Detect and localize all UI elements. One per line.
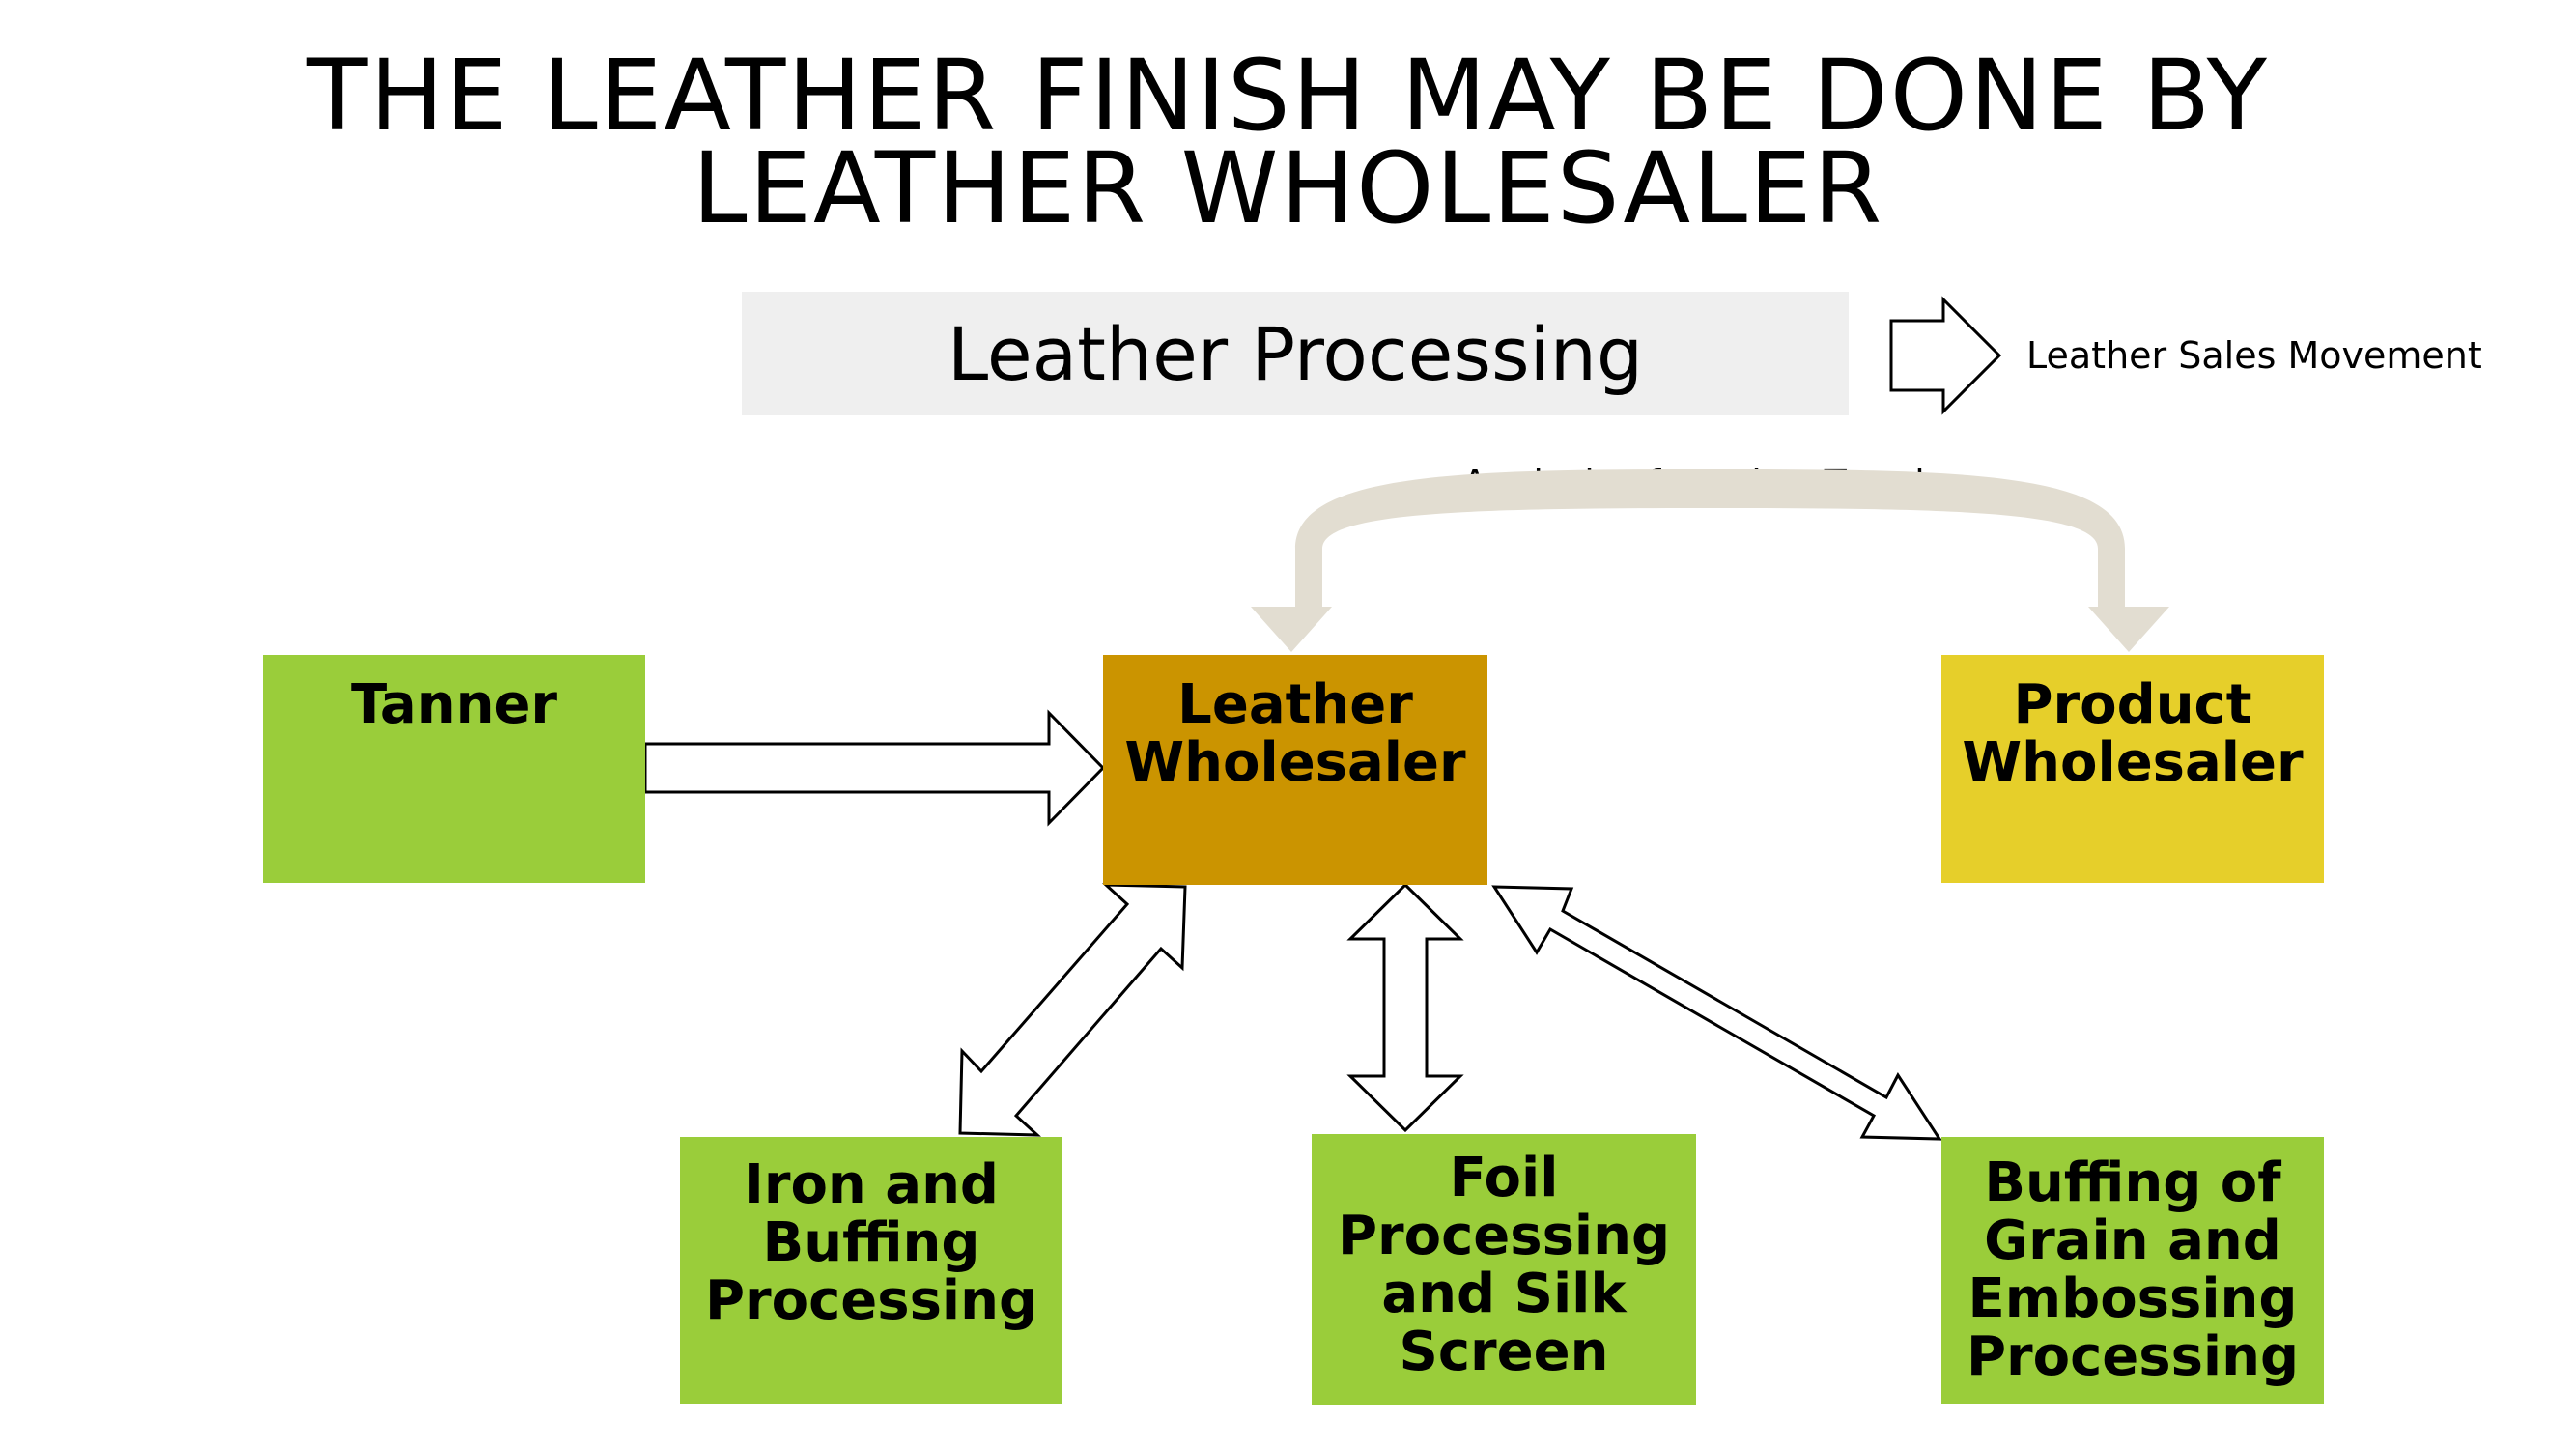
product-wholesaler-label-1: Product xyxy=(2013,673,2252,736)
legend-label: Leather Sales Movement xyxy=(2026,334,2482,377)
product-wholesaler-node: Product Wholesaler xyxy=(1941,655,2324,883)
tanner-label: Tanner xyxy=(350,673,558,736)
leather-wholesaler-node: Leather Wholesaler xyxy=(1103,655,1487,885)
tanner-node: Tanner xyxy=(263,655,645,883)
iron-buffing-label-1: Iron and xyxy=(743,1153,1000,1216)
buffing-grain-label-1: Buffing of xyxy=(1984,1151,2281,1214)
leather-wholesaler-label-1: Leather xyxy=(1177,673,1413,736)
foil-silk-node: Foil Processing and Silk Screen xyxy=(1312,1134,1696,1405)
iron-buffing-node: Iron and Buffing Processing xyxy=(680,1137,1062,1404)
foil-silk-label-4: Screen xyxy=(1399,1321,1609,1383)
buffing-grain-label-2: Grain and xyxy=(1984,1209,2281,1272)
foil-silk-label-3: and Silk xyxy=(1381,1263,1627,1325)
title-line-2: LEATHER WHOLESALER xyxy=(692,131,1884,246)
buffing-grain-double-arrow xyxy=(1491,885,1942,1141)
iron-buffing-label-2: Buffing xyxy=(762,1211,980,1274)
diagram-title: THE LEATHER FINISH MAY BE DONE BY LEATHE… xyxy=(0,39,2576,246)
tanner-to-wholesaler-arrow xyxy=(643,709,1106,827)
foil-silk-label-1: Foil xyxy=(1449,1147,1559,1209)
foil-silk-double-arrow xyxy=(1346,882,1464,1133)
buffing-grain-label-3: Embossing xyxy=(1967,1267,2298,1330)
iron-buffing-double-arrow xyxy=(958,883,1187,1137)
trend-curve-arrow xyxy=(1251,469,2169,652)
buffing-grain-node: Buffing of Grain and Embossing Processin… xyxy=(1941,1137,2324,1404)
buffing-grain-label-4: Processing xyxy=(1966,1325,2300,1388)
leather-processing-banner: Leather Processing xyxy=(742,292,1849,415)
banner-label: Leather Processing xyxy=(947,310,1644,397)
leather-wholesaler-label-2: Wholesaler xyxy=(1124,731,1466,794)
foil-silk-label-2: Processing xyxy=(1337,1205,1671,1267)
iron-buffing-label-3: Processing xyxy=(704,1269,1038,1332)
outline-right-arrow-icon xyxy=(1889,296,2002,415)
product-wholesaler-label-2: Wholesaler xyxy=(1962,731,2304,794)
title-line-1: THE LEATHER FINISH MAY BE DONE BY xyxy=(307,39,2269,154)
